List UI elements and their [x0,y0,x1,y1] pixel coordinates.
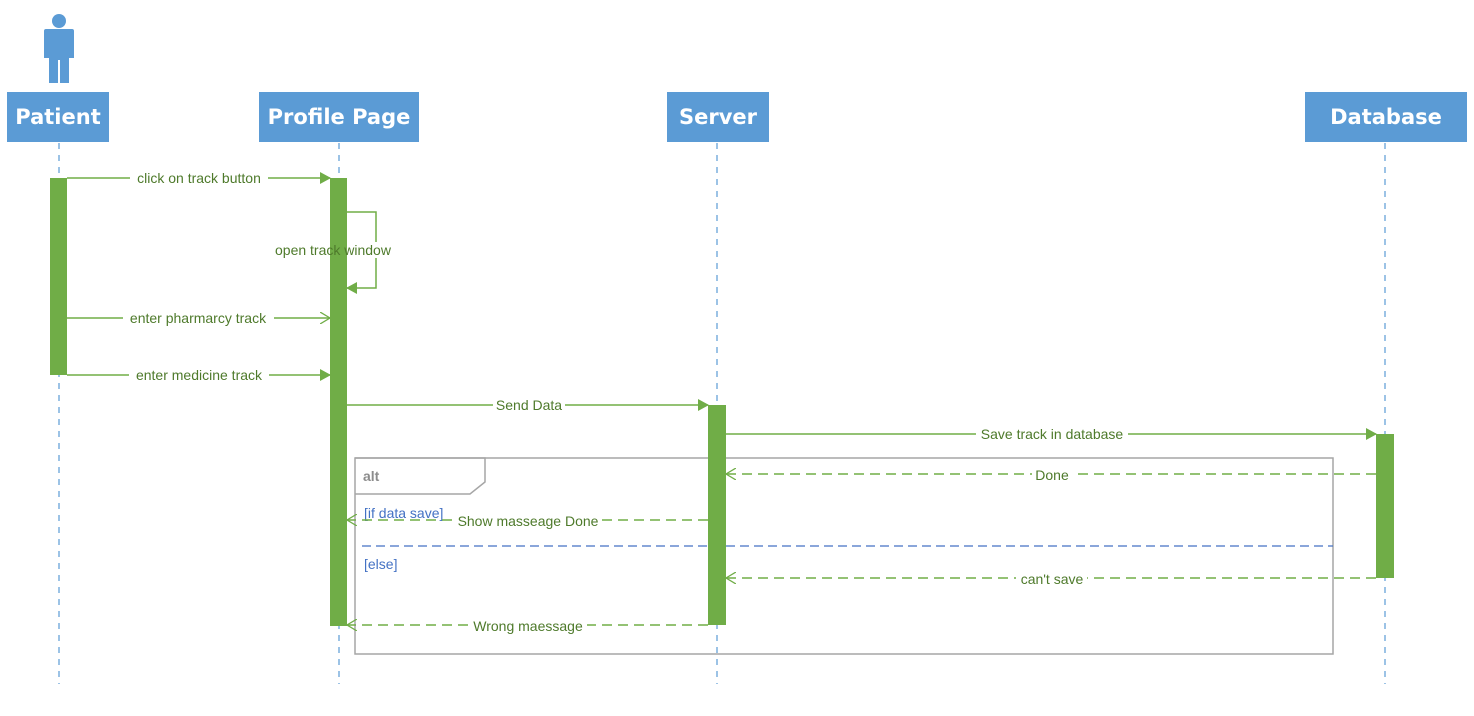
message-wrong: Wrong maessage [347,617,708,634]
message-label: click on track button [137,170,261,186]
guard-if-data-save: [if data save] [364,505,443,521]
message-cant-save: can't save [726,570,1376,587]
message-label: Show masseage Done [458,513,599,529]
lifeline-label: Database [1330,105,1442,129]
lifeline-database: Database [1305,92,1467,142]
lifeline-profile-page: Profile Page [259,92,419,142]
database-activation [1376,434,1394,578]
message-save-track: Save track in database [726,426,1377,442]
message-label: Done [1035,467,1069,483]
message-send-data: Send Data [347,397,709,413]
message-done: Done [726,466,1376,483]
message-label: Wrong maessage [473,618,583,634]
guard-else: [else] [364,556,397,572]
lifeline-label: Profile Page [267,105,411,129]
message-label: Send Data [496,397,562,413]
lifeline-patient: Patient [7,92,109,142]
server-activation [708,405,726,625]
profile-activation [330,178,347,626]
message-enter-pharmacy: enter pharmarcy track [67,310,330,326]
lifeline-label: Server [678,105,757,129]
patient-activation [50,178,67,375]
lifeline-server: Server [667,92,769,142]
message-open-window: open track window [275,211,404,294]
message-label: can't save [1021,571,1084,587]
message-click-track: click on track button [67,170,331,186]
message-label: Save track in database [981,426,1124,442]
message-label: open track window [275,242,392,258]
message-label: enter pharmarcy track [130,310,267,326]
alt-fragment: alt [if data save] [else] [354,457,1334,655]
fragment-operator: alt [363,468,380,484]
message-label: enter medicine track [136,367,263,383]
person-icon [44,14,74,83]
lifeline-label: Patient [15,105,101,129]
message-enter-medicine: enter medicine track [67,367,331,383]
message-show-done: Show masseage Done [347,512,708,529]
